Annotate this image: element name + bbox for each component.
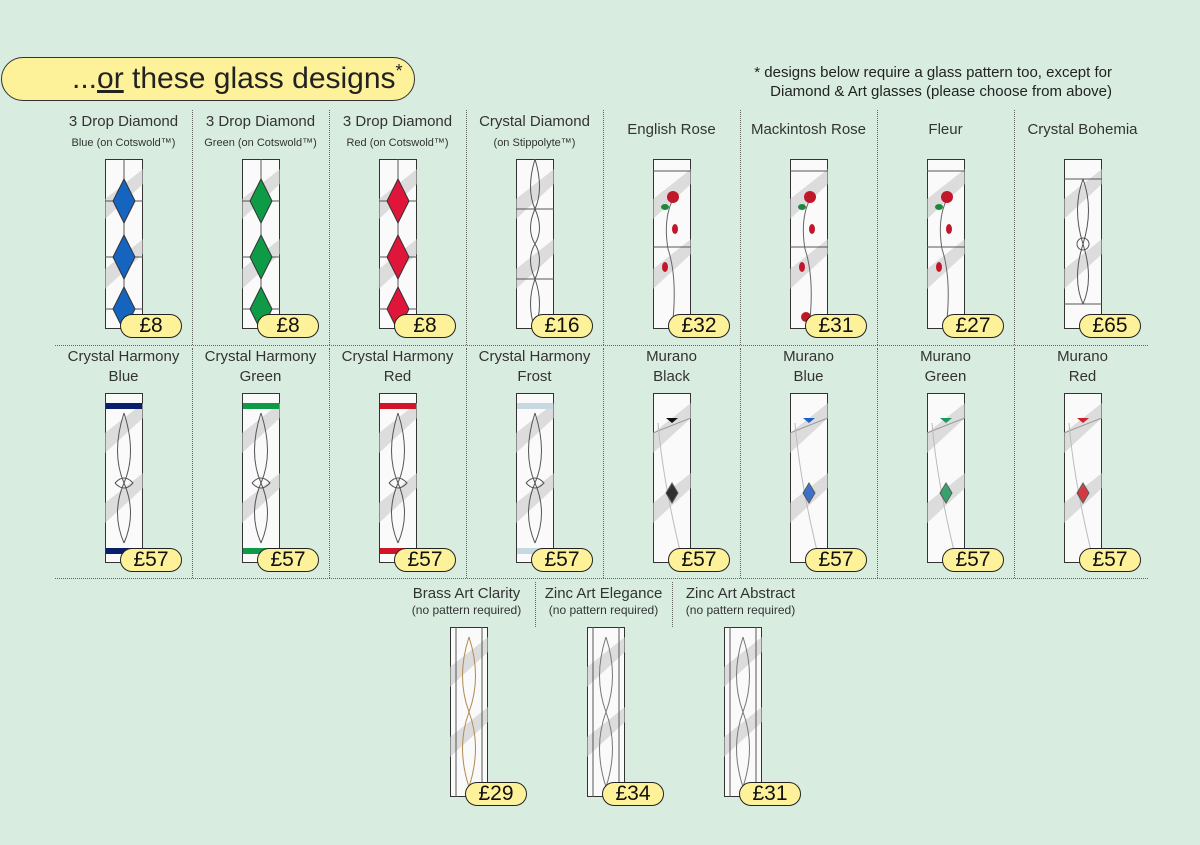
price-badge: £32 — [668, 314, 730, 338]
design-title: Crystal Bohemia — [1027, 121, 1138, 138]
design-title: Crystal Harmony — [204, 348, 317, 365]
design-subtitle: Blue (on Cotswold™) — [71, 137, 176, 149]
glass-panel-image — [790, 159, 828, 330]
price-badge: £57 — [531, 548, 593, 572]
title-prefix: ... — [72, 62, 98, 95]
title-asterisk: * — [395, 61, 403, 81]
glass-panel-image — [926, 393, 966, 564]
price-badge: £65 — [1079, 314, 1141, 338]
glass-panel-image — [587, 627, 625, 797]
footnote: * designs below require a glass pattern … — [754, 63, 1112, 101]
price-badge: £29 — [465, 782, 527, 806]
price-badge: £8 — [120, 314, 182, 338]
glass-panel-image — [653, 159, 691, 330]
column-divider — [1014, 348, 1015, 578]
design-subtitle: Green (on Cotswold™) — [204, 137, 317, 149]
design-title: Crystal Harmony — [478, 348, 591, 365]
glass-panel-image — [379, 159, 417, 333]
design-title: 3 Drop Diamond — [342, 113, 453, 130]
design-subtitle: (no pattern required) — [548, 603, 659, 617]
column-divider — [877, 110, 878, 345]
column-divider — [192, 110, 193, 345]
glass-panel-image — [516, 158, 554, 330]
price-badge: £57 — [120, 548, 182, 572]
design-title: 3 Drop Diamond — [68, 113, 179, 130]
design-title: Mackintosh Rose — [750, 121, 867, 138]
footnote-line-1: * designs below require a glass pattern … — [754, 64, 1112, 81]
glass-panel-image — [516, 393, 554, 563]
design-title: Brass Art Clarity — [412, 585, 521, 602]
glass-panel-image — [652, 393, 692, 564]
row-divider — [55, 345, 1148, 346]
price-badge: £57 — [805, 548, 867, 572]
design-colour: Blue — [108, 368, 139, 385]
price-badge: £8 — [257, 314, 319, 338]
design-colour: Frost — [517, 368, 552, 385]
glass-panel-image — [724, 627, 762, 797]
glass-panel-image — [379, 393, 417, 563]
glass-panel-image — [789, 393, 829, 564]
design-colour: Green — [239, 368, 282, 385]
column-divider — [192, 348, 193, 578]
price-badge: £34 — [602, 782, 664, 806]
column-divider — [466, 110, 467, 345]
price-badge: £57 — [394, 548, 456, 572]
design-title: English Rose — [627, 121, 716, 138]
design-title: Murano — [1057, 348, 1108, 365]
design-subtitle: Red (on Cotswold™) — [346, 137, 449, 149]
column-divider — [603, 110, 604, 345]
design-title: 3 Drop Diamond — [205, 113, 316, 130]
design-title: Zinc Art Elegance — [544, 585, 663, 602]
glass-panel-image — [927, 159, 965, 330]
price-badge: £57 — [1079, 548, 1141, 572]
column-divider — [672, 582, 673, 627]
column-divider — [740, 110, 741, 345]
price-badge: £57 — [942, 548, 1004, 572]
price-badge: £57 — [668, 548, 730, 572]
price-badge: £31 — [805, 314, 867, 338]
price-badge: £27 — [942, 314, 1004, 338]
design-colour: Red — [1068, 368, 1097, 385]
design-subtitle: (no pattern required) — [411, 603, 522, 617]
design-colour: Black — [653, 368, 690, 385]
price-badge: £16 — [531, 314, 593, 338]
design-subtitle: (no pattern required) — [685, 603, 796, 617]
glass-panel-image — [1064, 159, 1102, 329]
column-divider — [329, 348, 330, 578]
design-colour: Red — [383, 368, 412, 385]
column-divider — [740, 348, 741, 578]
column-divider — [329, 110, 330, 345]
title-rest: these glass designs — [123, 62, 396, 95]
section-banner: ...or these glass designs* — [1, 57, 415, 101]
glass-panel-image — [105, 159, 143, 333]
footnote-line-2: Diamond & Art glasses (please choose fro… — [770, 83, 1112, 100]
design-title: Crystal Harmony — [67, 348, 180, 365]
column-divider — [877, 348, 878, 578]
design-title: Murano — [646, 348, 697, 365]
design-colour: Blue — [793, 368, 824, 385]
title-or: or — [97, 62, 124, 95]
row-divider — [55, 578, 1148, 579]
price-badge: £8 — [394, 314, 456, 338]
design-subtitle: (on Stippolyte™) — [493, 137, 576, 149]
glass-panel-image — [242, 159, 280, 333]
design-title: Murano — [920, 348, 971, 365]
section-title: ...or these glass designs* — [72, 61, 403, 96]
design-title: Crystal Diamond — [479, 113, 590, 130]
column-divider — [1014, 110, 1015, 345]
design-title: Murano — [783, 348, 834, 365]
glass-panel-image — [450, 627, 488, 797]
glass-panel-image — [1063, 393, 1103, 564]
design-title: Zinc Art Abstract — [685, 585, 796, 602]
design-title: Crystal Harmony — [341, 348, 454, 365]
column-divider — [603, 348, 604, 578]
price-badge: £57 — [257, 548, 319, 572]
design-title: Fleur — [928, 121, 963, 138]
glass-panel-image — [105, 393, 143, 563]
column-divider — [466, 348, 467, 578]
price-badge: £31 — [739, 782, 801, 806]
column-divider — [535, 582, 536, 627]
glass-panel-image — [242, 393, 280, 563]
design-colour: Green — [924, 368, 967, 385]
